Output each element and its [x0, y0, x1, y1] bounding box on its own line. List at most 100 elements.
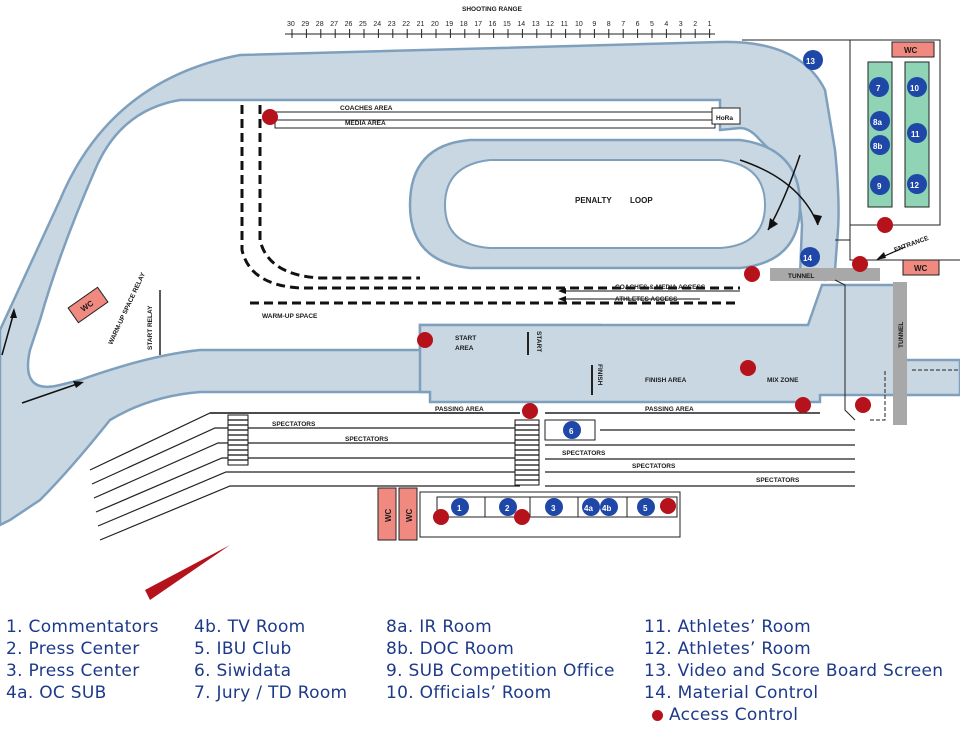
coaches-media-access-path	[240, 105, 740, 290]
shooting-lane-number: 27	[330, 21, 338, 28]
shooting-lane-number: 14	[517, 21, 525, 28]
shooting-lane-number: 10	[575, 21, 583, 28]
marker-1: 1	[451, 498, 469, 516]
access-dot	[262, 109, 278, 125]
penalty-arrowhead-2	[768, 218, 778, 230]
access-paths: COACHES & MEDIA ACCESS ATHLETES ACCESS W…	[240, 105, 740, 320]
marker-8b: 8b	[870, 135, 890, 155]
wc-label-bottom-2: WC	[405, 508, 414, 522]
tunnel-vertical	[893, 282, 907, 425]
finish-area-label: FINISH AREA	[645, 377, 687, 384]
svg-text:1: 1	[457, 504, 462, 513]
legend-item: 2. Press Center	[6, 639, 140, 659]
shooting-lane-number: 17	[474, 21, 482, 28]
penalty-label: PENALTY	[575, 196, 612, 205]
shooting-lane-number: 5	[650, 21, 654, 28]
wc-label-top: WC	[904, 46, 918, 55]
penalty-arrowhead-1	[812, 214, 822, 225]
svg-text:6: 6	[569, 427, 574, 436]
coaches-media-area: COACHES AREA MEDIA AREA HoRa	[274, 105, 741, 129]
legend-item: 5. IBU Club	[194, 639, 292, 659]
shooting-lane-number: 28	[316, 21, 324, 28]
wc-label-bottom-1: WC	[384, 508, 393, 522]
shooting-lane-number: 15	[503, 21, 511, 28]
penalty-loop-island	[443, 159, 767, 249]
svg-text:13: 13	[806, 57, 815, 66]
svg-text:4a: 4a	[584, 504, 593, 513]
hora-label: HoRa	[716, 115, 733, 122]
shooting-lane-number: 19	[445, 21, 453, 28]
shooting-lane-number: 25	[359, 21, 367, 28]
tunnel-horizontal	[770, 268, 880, 281]
track-inner-return	[430, 340, 600, 350]
legend-item: 13. Video and Score Board Screen	[644, 661, 944, 681]
shooting-lane-number: 23	[388, 21, 396, 28]
shooting-lane-number: 24	[373, 21, 381, 28]
marker-3: 3	[545, 498, 563, 516]
access-control-dot-icon	[652, 709, 663, 721]
legend-item: 1. Commentators	[6, 617, 159, 637]
shooting-lane-number: 26	[345, 21, 353, 28]
access-dot	[433, 509, 449, 525]
legend-access-control-label: Access Control	[669, 705, 799, 725]
svg-text:9: 9	[877, 182, 882, 191]
access-dot	[744, 266, 760, 282]
marker-5: 5	[637, 498, 655, 516]
tunnels: TUNNEL TUNNEL	[770, 268, 907, 425]
warmup-space-relay-label: WARM-UP SPACE RELAY	[107, 271, 147, 346]
marker-8a: 8a	[870, 111, 890, 131]
spectators-label-3: SPECTATORS	[562, 450, 606, 457]
legend-item: 8a. IR Room	[386, 617, 492, 637]
legend-item: 10. Officials’ Room	[386, 683, 552, 703]
access-dot	[852, 256, 868, 272]
penalty-loop: PENALTY LOOP	[408, 138, 822, 270]
shooting-range-label: SHOOTING RANGE	[462, 6, 523, 13]
start-finish-straight	[418, 283, 960, 404]
athletes-access-path	[258, 105, 420, 280]
loop-label: LOOP	[630, 196, 653, 205]
mix-zone-label: MIX ZONE	[767, 377, 799, 384]
start-relay-label: START RELAY	[147, 305, 154, 350]
start-area-label-2: AREA	[455, 345, 474, 352]
spectators-label-2: SPECTATORS	[345, 436, 389, 443]
track-direction-arrow-2	[21, 382, 81, 404]
svg-text:3: 3	[551, 504, 556, 513]
track-direction-arrow-1	[1, 311, 15, 356]
warmup-space-label: WARM-UP SPACE	[262, 313, 318, 320]
shooting-lane-number: 22	[402, 21, 410, 28]
legend-item: 9. SUB Competition Office	[386, 661, 615, 681]
direction-pointer	[145, 545, 230, 600]
access-dot	[660, 498, 676, 514]
access-dot	[740, 360, 756, 376]
coaches-media-access-label: COACHES & MEDIA ACCESS	[615, 284, 706, 291]
access-dot	[855, 397, 871, 413]
numbered-markers: 13 7 8a 8b 9 10 11 12 14 6 1 2 3 4a 4b 5	[451, 50, 927, 516]
passing-area-label-1: PASSING AREA	[435, 406, 484, 413]
marker-6: 6	[563, 421, 581, 439]
svg-text:8a: 8a	[873, 118, 882, 127]
access-dot	[417, 332, 433, 348]
legend-item: 14. Material Control	[644, 683, 819, 703]
svg-text:5: 5	[643, 504, 648, 513]
shooting-lane-number: 9	[592, 21, 596, 28]
access-dot	[795, 397, 811, 413]
shooting-lane-number: 11	[561, 21, 568, 28]
access-dot	[877, 217, 893, 233]
shooting-lane-number: 2	[693, 21, 697, 28]
legend-item: 8b. DOC Room	[386, 639, 515, 659]
svg-text:7: 7	[876, 84, 881, 93]
svg-text:14: 14	[803, 254, 812, 263]
legend-item: 6. Siwidata	[194, 661, 292, 681]
legend-item: 3. Press Center	[6, 661, 140, 681]
coaches-area-label: COACHES AREA	[340, 105, 393, 112]
shooting-lane-number: 6	[636, 21, 640, 28]
marker-4a: 4a	[582, 498, 600, 516]
start-finish-area: START AREA START FINISH FINISH AREA MIX …	[455, 331, 799, 395]
marker-10: 10	[907, 77, 927, 97]
legend-item: 4b. TV Room	[194, 617, 306, 637]
passing-area-label-2: PASSING AREA	[645, 406, 694, 413]
